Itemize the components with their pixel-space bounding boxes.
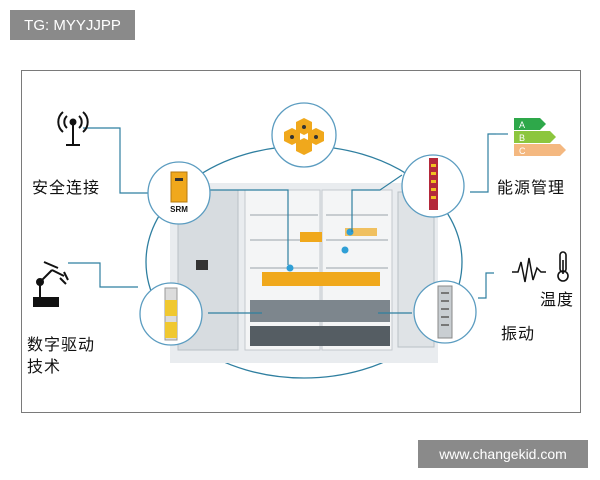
energy-class-a: A	[519, 120, 525, 130]
label-temperature: 温度	[540, 290, 575, 309]
thermometer-icon	[557, 251, 569, 282]
line-srm-cabinet	[210, 189, 289, 265]
energy-class-c: C	[519, 146, 526, 156]
label-energy-management: 能源管理	[497, 178, 566, 197]
node-yellow-module	[139, 282, 203, 346]
hexagon-cluster-icon	[284, 118, 324, 155]
node-hexagon-logo	[271, 102, 337, 168]
node-red-module	[401, 154, 465, 218]
node-grey-module	[413, 280, 477, 344]
line-robot	[68, 262, 138, 288]
website-label: www.changekid.com	[418, 440, 588, 468]
energy-rating-icon: A B C	[496, 118, 566, 156]
line-temp	[478, 272, 494, 299]
label-digital-drive-line2: 技术	[27, 357, 62, 376]
line-red-cabinet	[351, 174, 403, 232]
label-digital-drive-line1: 数字驱动	[27, 335, 96, 354]
robot-arm-icon	[33, 261, 69, 307]
line-antenna	[83, 127, 150, 194]
node-srm: SRM	[147, 161, 211, 225]
diagram-frame	[21, 70, 581, 413]
energy-class-b: B	[519, 133, 525, 143]
vibration-wave-icon	[512, 257, 546, 283]
srm-label: SRM	[170, 205, 188, 214]
label-safe-connection: 安全连接	[32, 178, 101, 197]
tag-label: TG: MYYJJPP	[10, 10, 135, 40]
line-energy	[470, 133, 496, 193]
control-cabinet-photo	[170, 183, 438, 363]
label-vibration: 振动	[501, 324, 536, 343]
antenna-icon	[57, 111, 89, 146]
